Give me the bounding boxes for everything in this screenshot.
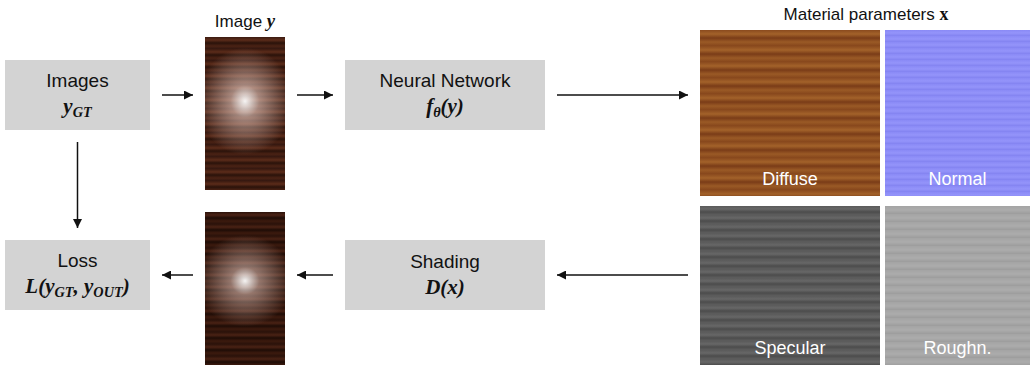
node-text: Image y — [165, 10, 325, 32]
arrow-connector — [297, 274, 333, 276]
roughness-map: Roughn. — [885, 206, 1030, 365]
specular-map: Specular — [700, 206, 880, 365]
node-text: Normal — [885, 169, 1030, 190]
arrow-connector — [557, 94, 688, 96]
node-text: fθ(y) — [426, 93, 464, 121]
node-text: L(yGT, yOUT) — [25, 273, 129, 301]
process-box: Neural Networkfθ(y) — [345, 60, 545, 130]
normal-map: Normal — [885, 30, 1030, 196]
arrow-connector — [162, 94, 193, 96]
node-text: Neural Network — [380, 69, 511, 93]
data-box: ImagesyGT — [5, 60, 150, 130]
arrow-connector — [77, 142, 79, 228]
arrow-connector — [162, 274, 193, 276]
rendered-image — [205, 212, 285, 365]
node-text: Images — [46, 69, 108, 93]
arrow-connector — [297, 94, 333, 96]
arrow-connector — [557, 274, 688, 276]
node-text: Shading — [410, 250, 480, 274]
material-group: Material parameters xDiffuseNormalSpecul… — [700, 30, 1032, 365]
node-text: Material parameters x — [660, 4, 1034, 25]
node-text: D(x) — [425, 274, 465, 300]
diffuse-map: Diffuse — [700, 30, 880, 196]
input-image: Image y — [205, 37, 285, 190]
node-text: Loss — [57, 249, 97, 273]
process-box: ShadingD(x) — [345, 240, 545, 310]
node-text: Specular — [700, 338, 880, 359]
node-text: Roughn. — [885, 338, 1030, 359]
node-text: yGT — [63, 93, 91, 121]
loss-box: LossL(yGT, yOUT) — [5, 240, 150, 310]
node-text: Diffuse — [700, 169, 880, 190]
